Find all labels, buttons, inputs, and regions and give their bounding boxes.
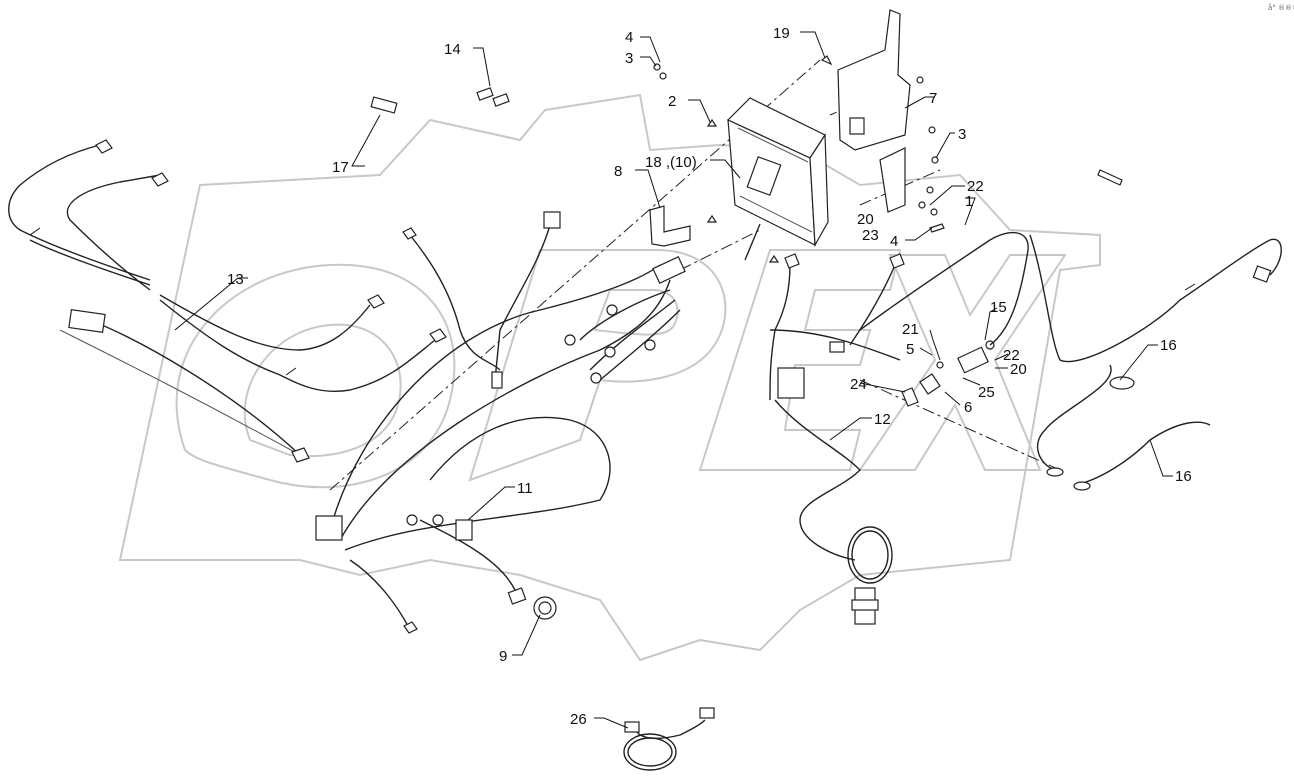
callout-16: 16	[1160, 337, 1177, 354]
part-7-19-mounting-plate	[837, 9, 911, 213]
opex-watermark	[118, 93, 1101, 662]
callout-11: 11	[517, 480, 533, 497]
callout-9: 9	[499, 648, 507, 665]
callout-5: 5	[906, 341, 914, 358]
callout-20: 20	[857, 211, 874, 228]
callout-7: 7	[929, 90, 937, 107]
callout-4-right: 4	[890, 233, 898, 250]
connector-plug	[95, 139, 113, 154]
callout-1: 1	[965, 193, 973, 210]
corner-mark: å° ®®®	[1268, 3, 1294, 12]
callout-16-lower: 16	[1175, 468, 1192, 485]
callout-2: 2	[668, 93, 676, 110]
callout-22-lower: 22	[1003, 347, 1020, 364]
part-8-bracket	[649, 205, 691, 247]
callout-17: 17	[332, 159, 349, 176]
callout-21: 21	[902, 321, 919, 338]
part-14-plugs	[476, 87, 510, 107]
part-17-plug	[370, 96, 398, 114]
part-26-ground-cable	[623, 707, 715, 771]
callout-26: 26	[570, 711, 587, 728]
part-15-sensor-group	[859, 231, 1029, 407]
callout-23: 23	[862, 227, 879, 244]
callout-3-right: 3	[958, 126, 966, 143]
callout-labels: 14 17 4 3 2 19 7 3 18 ,(10) 8 22 1 20 23…	[227, 25, 1192, 728]
callout-24: 24	[850, 376, 867, 393]
callout-6: 6	[964, 399, 972, 416]
harness-13	[8, 139, 447, 463]
callout-leaders	[174, 31, 1173, 729]
harness-12	[769, 253, 905, 625]
fasteners	[653, 55, 1123, 263]
harness-16	[1029, 234, 1282, 491]
callout-22: 22	[967, 178, 984, 195]
callout-15: 15	[990, 299, 1007, 316]
callout-13: 13	[227, 271, 244, 288]
callout-20-lower: 20	[1010, 361, 1027, 378]
callout-19: 19	[773, 25, 790, 42]
callout-18: 18 ,(10)	[645, 154, 697, 171]
callout-14: 14	[444, 41, 461, 58]
part-9-switch	[507, 587, 557, 620]
callout-12: 12	[874, 411, 891, 428]
callout-25: 25	[978, 384, 995, 401]
callout-8: 8	[614, 163, 622, 180]
part-18-control-unit	[726, 97, 829, 261]
callout-3: 3	[625, 50, 633, 67]
harness-11	[315, 211, 686, 634]
callout-4: 4	[625, 29, 633, 46]
